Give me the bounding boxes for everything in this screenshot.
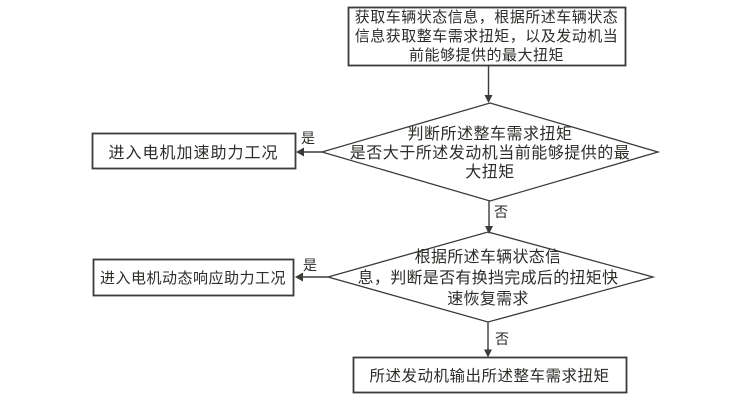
end-box-label: 所述发动机输出所述整车需求扭矩 xyxy=(369,366,610,385)
yes2-box-label: 进入电机动态响应助力工况 xyxy=(99,268,286,287)
decision1-line: 大扭矩 xyxy=(465,161,515,181)
start-box-shape xyxy=(347,6,627,67)
decision1-line: 是否大于所述发动机当前能够提供的最 xyxy=(349,142,631,162)
decision1-yes-label: 是 xyxy=(301,131,315,147)
arrowhead-left-icon xyxy=(295,272,303,282)
decision2-no-label: 否 xyxy=(495,332,509,348)
end-box: 所述发动机输出所述整车需求扭矩 xyxy=(353,357,626,392)
yes1-box-shape xyxy=(91,132,297,170)
decision2-yes-label: 是 xyxy=(303,258,317,274)
decision2-line: 速恢复需求 xyxy=(447,288,529,308)
decision2-line: 息，判断是否有换挡完成后的扭矩快 xyxy=(357,267,619,287)
start-box-line: 前能够提供的最大扭矩 xyxy=(408,45,564,64)
start-box-line: 信息获取整车需求扭矩，以及发动机当 xyxy=(354,26,619,45)
decision2-diamond: 根据所述车辆状态信 息，判断是否有换挡完成后的扭矩快 速恢复需求 xyxy=(318,232,658,322)
end-box-shape xyxy=(352,356,628,394)
decision1-no-label: 否 xyxy=(494,205,508,221)
start-box-line: 获取车辆状态信息，根据所述车辆状态 xyxy=(354,7,619,26)
arrowhead-left-icon xyxy=(296,147,304,157)
decision1-line: 判断所述整车需求扭矩 xyxy=(407,123,573,143)
yes2-box: 进入电机动态响应助力工况 xyxy=(93,259,293,295)
start-box: 获取车辆状态信息，根据所述车辆状态 信息获取整车需求扭矩，以及发动机当 前能够提… xyxy=(348,7,625,65)
arrowhead-down-icon xyxy=(484,349,492,358)
arrowhead-down-icon xyxy=(484,95,493,103)
decision1-diamond: 判断所述整车需求扭矩 是否大于所述发动机当前能够提供的最 大扭矩 xyxy=(315,103,665,201)
arrowhead-down-icon xyxy=(485,226,493,234)
yes2-box-shape xyxy=(92,258,295,297)
yes1-box: 进入电机加速助力工况 xyxy=(92,133,295,168)
yes1-box-label: 进入电机加速助力工况 xyxy=(108,142,279,162)
decision2-line: 根据所述车辆状态信 xyxy=(414,246,562,266)
decision1-diamond-shape xyxy=(319,102,661,202)
